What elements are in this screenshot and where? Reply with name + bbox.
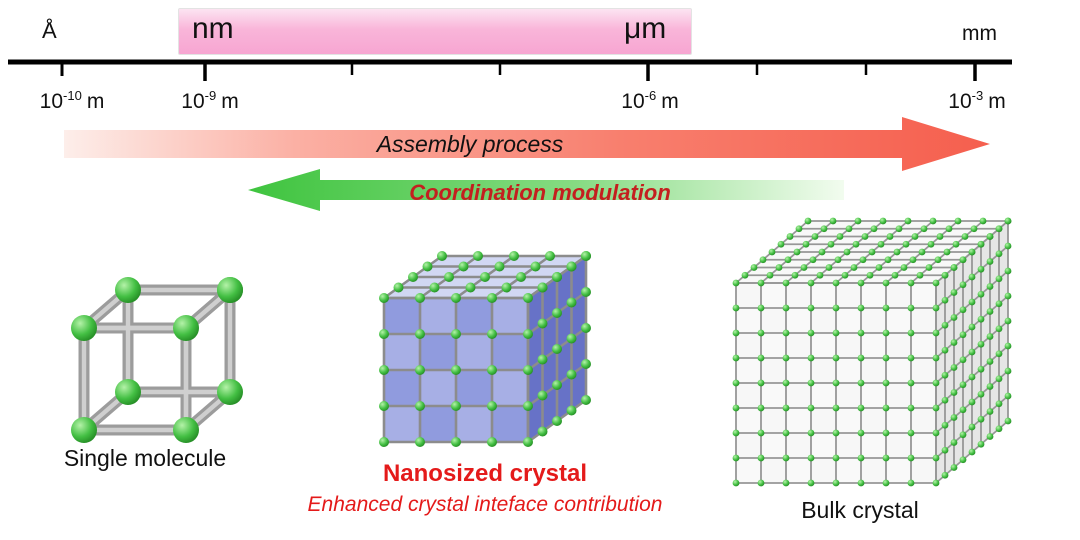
nanosized-crystal-subcaption: Enhanced crystal inteface contribution bbox=[307, 493, 663, 516]
scale-axis bbox=[8, 59, 1012, 81]
mantissa: 10 bbox=[181, 90, 205, 113]
scale-value-1e-3: 10-3 m bbox=[927, 88, 1027, 114]
mantissa: 10 bbox=[948, 90, 972, 113]
assembly-arrow-shape bbox=[64, 117, 990, 171]
angstrom-label: Å bbox=[42, 18, 57, 43]
single-molecule-caption: Single molecule bbox=[63, 445, 227, 471]
nanosized-crystal-caption: Nanosized crystal bbox=[382, 460, 588, 487]
coordination-arrow-shape bbox=[248, 169, 844, 211]
bulk-crystal-caption: Bulk crystal bbox=[801, 497, 919, 523]
nm-um-highlight-band bbox=[178, 8, 692, 55]
exponent: -3 bbox=[971, 88, 984, 103]
bulk-crystal-figure bbox=[732, 217, 1012, 487]
unit: m bbox=[221, 90, 239, 113]
scale-value-1e-10: 10-10 m bbox=[22, 88, 122, 114]
coordination-arrow bbox=[248, 169, 844, 211]
scale-value-1e-6: 10-6 m bbox=[600, 88, 700, 114]
mm-label: mm bbox=[962, 22, 997, 45]
um-label: μm bbox=[624, 12, 667, 45]
mantissa: 10 bbox=[39, 90, 64, 113]
mantissa: 10 bbox=[621, 90, 645, 113]
scale-value-1e-9: 10-9 m bbox=[160, 88, 260, 114]
single-molecule-figure bbox=[71, 277, 243, 443]
nm-label: nm bbox=[192, 12, 234, 45]
unit: m bbox=[661, 90, 679, 113]
unit: m bbox=[988, 90, 1006, 113]
assembly-arrow-label: Assembly process bbox=[376, 131, 564, 157]
nanosized-crystal-figure bbox=[379, 251, 591, 447]
assembly-arrow bbox=[64, 117, 990, 171]
exponent: -10 bbox=[63, 88, 82, 103]
unit: m bbox=[86, 90, 105, 113]
coordination-arrow-label: Coordination modulation bbox=[409, 180, 671, 205]
exponent: -6 bbox=[644, 88, 657, 103]
exponent: -9 bbox=[204, 88, 217, 103]
